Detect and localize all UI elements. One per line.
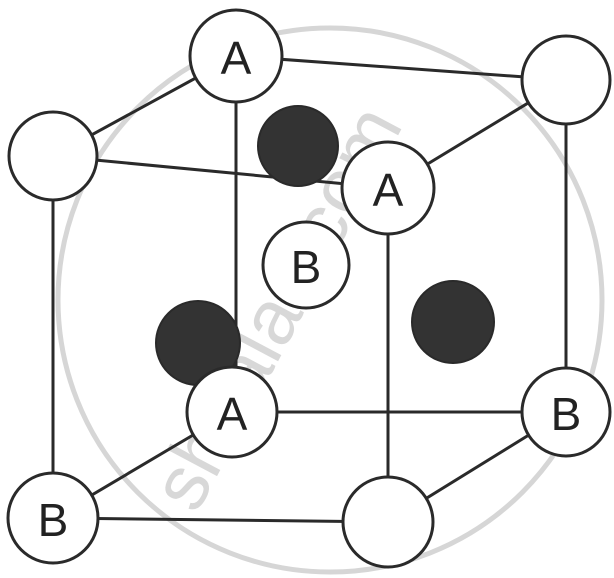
edge — [52, 154, 389, 190]
atom-a-lower — [185, 365, 279, 459]
dark-atom — [411, 280, 495, 364]
watermark-circle — [55, 25, 605, 575]
atom-label: B — [291, 241, 322, 293]
atom-b-bottom-left — [6, 471, 100, 565]
dark-atom — [257, 105, 339, 187]
atom-empty — [341, 475, 435, 569]
atom-empty — [520, 34, 612, 126]
atom-label: B — [551, 388, 582, 440]
edge — [52, 516, 389, 524]
atoms: A A B A B B — [6, 8, 612, 569]
atom-a-top — [188, 8, 284, 104]
atom-label: B — [38, 494, 69, 546]
edge — [235, 54, 567, 82]
atom-label: A — [217, 388, 248, 440]
atom-empty — [7, 110, 99, 202]
atom-b-right — [520, 366, 612, 458]
atom-label: A — [373, 164, 404, 216]
atom-b-center — [261, 220, 351, 310]
atom-label: A — [221, 32, 252, 84]
atom-a-front — [340, 140, 436, 236]
